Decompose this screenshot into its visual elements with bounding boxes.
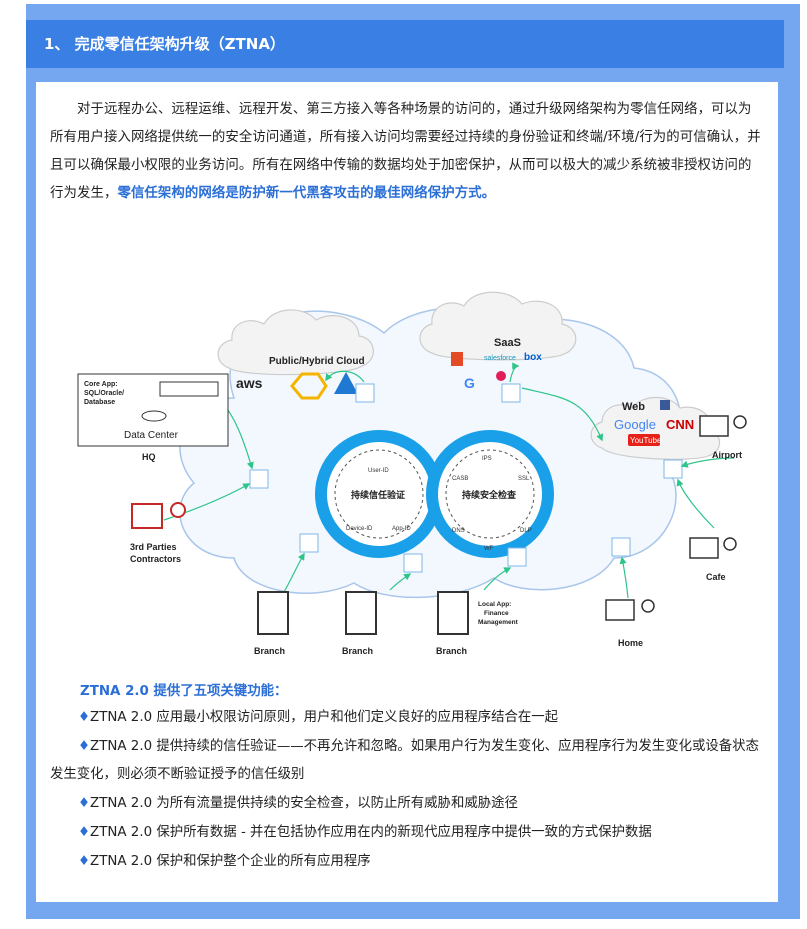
- feature-item: ♦ZTNA 2.0 提供持续的信任验证——不再允许和忽略。如果用户行为发生变化、…: [50, 739, 759, 782]
- facebook-logo-icon: [660, 400, 670, 410]
- app-id-label: App-ID: [392, 526, 411, 532]
- third-party-laptop-icon: [131, 503, 163, 529]
- third-party-user-icon: [170, 502, 186, 518]
- device-id-label: Device-ID: [346, 526, 373, 532]
- remote-user-icons: [605, 415, 747, 621]
- airport-label: Airport: [712, 450, 742, 460]
- youtube-logo-text: YouTube: [630, 436, 662, 445]
- feature-item: ♦ZTNA 2.0 应用最小权限访问原则，用户和他们定义良好的应用程序结合在一起: [78, 710, 559, 725]
- ssl-label: SSL: [518, 476, 530, 482]
- third-parties-line1: 3rd Parties: [130, 542, 177, 552]
- database-icon: [141, 410, 167, 422]
- office-logo-icon: [451, 352, 463, 366]
- local-app-line2: Finance: [484, 610, 509, 617]
- salesforce-logo-text: salesforce: [484, 355, 516, 362]
- saas-label: SaaS: [494, 337, 521, 349]
- features-list: ♦ZTNA 2.0 应用最小权限访问原则，用户和他们定义良好的应用程序结合在一起…: [50, 704, 762, 877]
- core-app-line2: SQL/Oracle/: [84, 390, 124, 397]
- dlp-label: DLP: [520, 528, 532, 534]
- casb-label: CASB: [452, 476, 468, 482]
- azure-logo-icon: [334, 372, 358, 394]
- core-app-line3: Database: [84, 399, 115, 406]
- aws-logo-text: aws: [236, 375, 263, 391]
- diamond-bullet-icon: ♦: [78, 825, 91, 840]
- intro-text: 对于远程办公、远程运维、远程开发、第三方接入等各种场景的访问的，通过升级网络架构…: [50, 102, 761, 201]
- wf-label: WF: [484, 546, 494, 552]
- diamond-bullet-icon: ♦: [78, 739, 91, 754]
- local-app-line1: Local App:: [478, 601, 511, 608]
- branch3-label: Branch: [436, 646, 467, 656]
- feature-item: ♦ZTNA 2.0 保护所有数据 - 并在包括协作应用在内的新现代应用程序中提供…: [78, 825, 652, 840]
- diamond-bullet-icon: ♦: [78, 710, 91, 725]
- google-g-icon: G: [464, 375, 475, 391]
- features-title: ZTNA 2.0 提供了五项关键功能：: [80, 684, 288, 699]
- slack-logo-icon: [496, 371, 506, 381]
- ips-label: IPS: [482, 456, 492, 462]
- diamond-bullet-icon: ♦: [78, 796, 91, 811]
- google-logo-text: Google: [614, 417, 656, 432]
- dns-label: DNS: [452, 528, 465, 534]
- gateway-node-icons: [249, 383, 683, 573]
- web-label: Web: [622, 401, 645, 413]
- public-cloud-shape: [217, 309, 374, 376]
- content-card: 对于远程办公、远程运维、远程开发、第三方接入等各种场景的访问的，通过升级网络架构…: [36, 82, 778, 902]
- diamond-bullet-icon: ♦: [78, 854, 91, 869]
- intro-paragraph: 对于远程办公、远程运维、远程开发、第三方接入等各种场景的访问的，通过升级网络架构…: [50, 96, 762, 208]
- section-header: 1、 完成零信任架构升级（ZTNA）: [26, 20, 784, 68]
- hq-label: HQ: [142, 452, 156, 462]
- branch-building-icons: [257, 591, 469, 635]
- cnn-logo-text: CNN: [666, 417, 694, 432]
- feature-item: ♦ZTNA 2.0 保护和保护整个企业的所有应用程序: [78, 854, 371, 869]
- ztna-architecture-diagram: Public/Hybrid Cloud aws SaaS salesforce …: [77, 291, 747, 656]
- section-title: 1、 完成零信任架构升级（ZTNA）: [44, 35, 285, 53]
- branch1-label: Branch: [254, 646, 285, 656]
- security-ring: [426, 430, 554, 558]
- server-icon: [159, 381, 219, 397]
- local-app-line3: Management: [478, 619, 519, 626]
- user-id-label: User-ID: [368, 468, 389, 474]
- third-parties-line2: Contractors: [130, 554, 181, 564]
- home-label: Home: [618, 638, 643, 648]
- web-cloud-shape: [590, 396, 721, 460]
- ring-left-label: 持续信任验证: [351, 489, 405, 500]
- branch2-label: Branch: [342, 646, 373, 656]
- gcp-logo-icon: [290, 372, 328, 400]
- intro-highlight: 零信任架构的网络是防护新一代黑客攻击的最佳网络保护方式。: [117, 186, 496, 201]
- saas-cloud-shape: [419, 291, 577, 361]
- cafe-label: Cafe: [706, 572, 726, 582]
- ring-right-label: 持续安全检查: [462, 489, 517, 500]
- feature-item: ♦ZTNA 2.0 为所有流量提供持续的安全检查，以防止所有威胁和威胁途径: [78, 796, 518, 811]
- youtube-logo-box: [628, 434, 660, 446]
- box-logo-text: box: [524, 352, 542, 363]
- connection-arrows: [163, 362, 735, 599]
- data-center-label: Data Center: [124, 430, 179, 441]
- public-cloud-label: Public/Hybrid Cloud: [269, 356, 365, 367]
- core-app-line1: Core App:: [84, 381, 118, 388]
